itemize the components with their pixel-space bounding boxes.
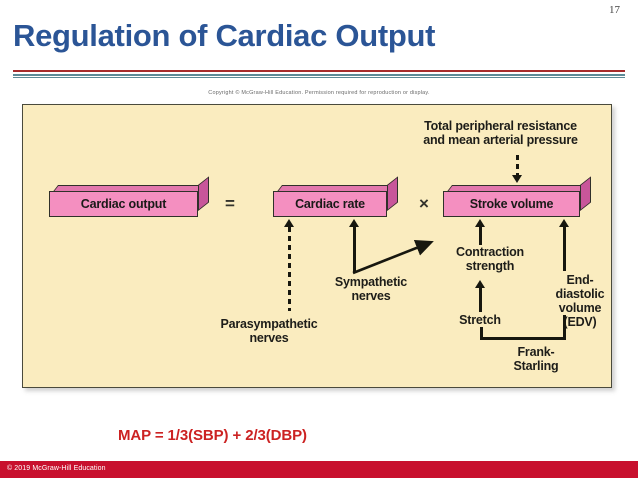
cardiac-output-diagram: Total peripheral resistance and mean art…: [22, 104, 612, 388]
box-stroke-volume-side: [580, 176, 591, 211]
box-cardiac-rate: Cardiac rate: [273, 176, 398, 217]
bracket-frank-starling-horizontal: [480, 337, 566, 340]
label-end-diastolic-volume: End- diastolic volume (EDV): [555, 273, 605, 329]
label-sympathetic-nerves: Sympathetic nerves: [334, 275, 408, 303]
operator-equals: =: [225, 194, 235, 213]
page-title: Regulation of Cardiac Output: [13, 18, 436, 53]
arrowhead-sympathetic-to-cardiac-rate: [349, 219, 359, 227]
box-cardiac-output: Cardiac output: [49, 176, 209, 217]
bracket-frank-starling-left: [480, 327, 483, 339]
operator-times: ×: [419, 194, 429, 213]
connector-tpr-to-stroke-volume: [516, 155, 519, 177]
divider-gap: [13, 72, 625, 74]
label-contraction-strength: Contraction strength: [456, 245, 524, 273]
arrowhead-stretch-to-contraction: [475, 280, 485, 288]
label-total-peripheral-resistance: Total peripheral resistance and mean art…: [423, 119, 578, 147]
label-parasympathetic-nerves: Parasympathetic nerves: [220, 317, 318, 345]
divider-teal-line-1: [13, 74, 625, 76]
box-stroke-volume-label: Stroke volume: [443, 191, 580, 217]
figure-copyright: Copyright © McGraw-Hill Education. Permi…: [208, 90, 430, 96]
divider-red-line: [13, 70, 625, 72]
bracket-frank-starling-right: [563, 315, 566, 339]
divider-teal-line-2: [13, 77, 625, 78]
box-cardiac-rate-label: Cardiac rate: [273, 191, 387, 217]
label-stretch: Stretch: [459, 313, 501, 327]
box-cardiac-output-label: Cardiac output: [49, 191, 198, 217]
arrowhead-edv-to-stroke-volume: [559, 219, 569, 227]
connector-contraction-to-stroke-volume: [479, 227, 482, 245]
connector-sympathetic-to-cardiac-rate: [353, 227, 356, 273]
box-stroke-volume: Stroke volume: [443, 176, 591, 217]
connector-edv-to-stroke-volume: [563, 227, 566, 271]
connector-stretch-to-contraction: [479, 288, 482, 312]
map-formula: MAP = 1/3(SBP) + 2/3(DBP): [118, 427, 307, 444]
slide-number: 17: [609, 4, 620, 16]
footer-bar: © 2019 McGraw-Hill Education: [0, 461, 638, 478]
label-frank-starling: Frank- Starling: [513, 345, 559, 373]
box-cardiac-rate-side: [387, 176, 398, 211]
arrowhead-parasympathetic-to-cardiac-rate: [284, 219, 294, 227]
arrowhead-contraction-to-stroke-volume: [475, 219, 485, 227]
box-cardiac-output-side: [198, 176, 209, 211]
connector-sympathetic-to-contraction: [352, 240, 434, 275]
arrowhead-tpr-to-stroke-volume: [512, 175, 522, 183]
footer-copyright: © 2019 McGraw-Hill Education: [7, 465, 106, 472]
connector-parasympathetic-to-cardiac-rate: [288, 227, 291, 311]
title-divider: [13, 70, 625, 79]
